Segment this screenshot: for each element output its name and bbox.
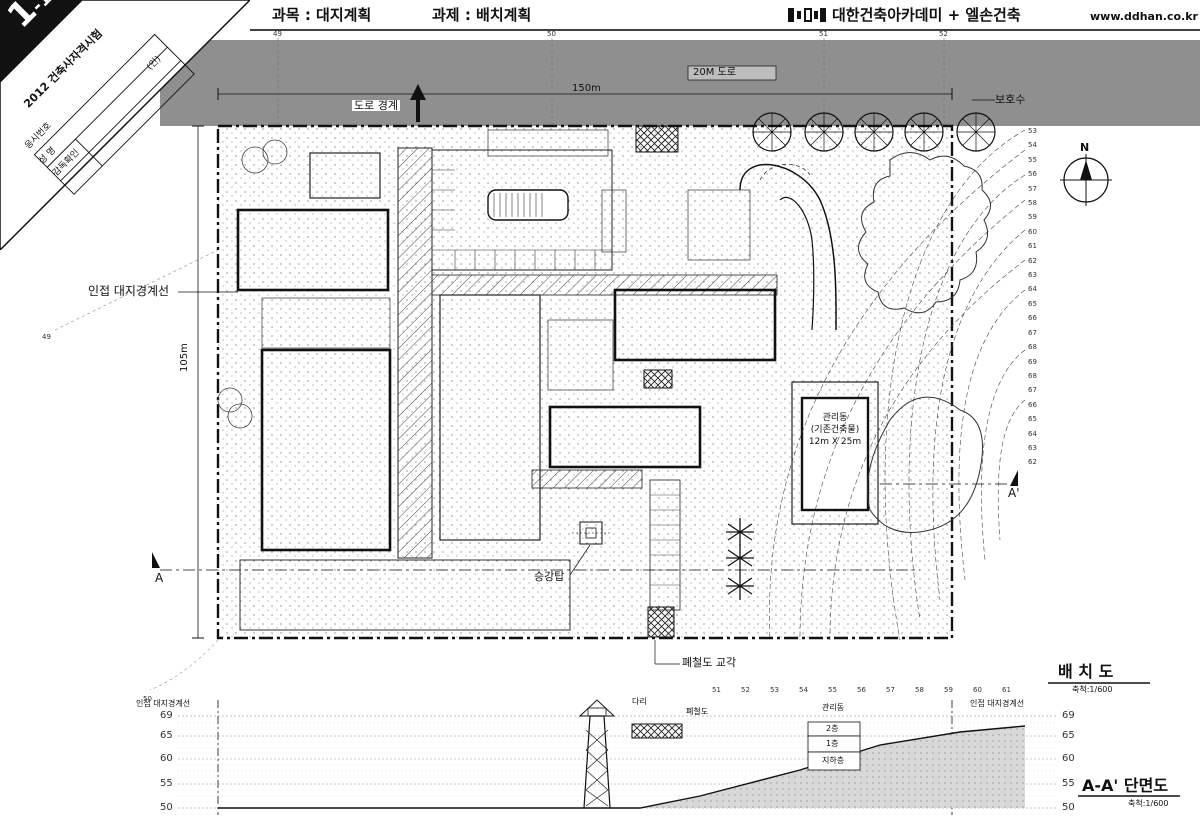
site-height-dimension: 105m xyxy=(179,343,190,372)
section-floor-1: 1층 xyxy=(826,739,839,748)
building-exp xyxy=(548,405,702,469)
road-label: 20M 도로 xyxy=(693,67,736,78)
section-right-boundary: 인접 대지경계선 xyxy=(970,699,1025,708)
plan-scale: 축척:1/600 xyxy=(1072,685,1113,694)
grid-number: 51 xyxy=(819,30,828,38)
road-band xyxy=(160,40,1200,126)
section-scale: 축척:1/600 xyxy=(1128,799,1169,808)
protected-tree-label: 보호수 xyxy=(995,93,1026,106)
management-title: 관리동 xyxy=(822,413,848,423)
plan-title: 배 치 도 xyxy=(1058,662,1114,681)
section-marker-a-prime: A' xyxy=(1008,486,1020,500)
north-arrow-icon: N xyxy=(1080,141,1090,154)
management-size: 12m X 25m xyxy=(808,437,862,448)
lift-tower-label: 승강탑 xyxy=(532,570,567,583)
task-label: 과제 : 배치계획 xyxy=(432,6,532,24)
grid-number: 49 xyxy=(42,333,51,341)
grid-number: 52 xyxy=(939,30,948,38)
grid-number: 50 xyxy=(547,30,556,38)
building-ext xyxy=(239,559,571,631)
management-outer xyxy=(791,381,879,525)
brand-logo xyxy=(788,8,828,22)
brand-url: www.ddhan.co.kr xyxy=(1090,10,1198,23)
building-gym xyxy=(260,348,392,552)
section-title: A-A' 단면도 xyxy=(1082,776,1169,795)
building-exhibit xyxy=(439,294,541,541)
rail-pier-label: 폐철도 교각 xyxy=(682,656,737,669)
section-floor-2: 2층 xyxy=(826,724,839,733)
grid-number: 50 xyxy=(143,695,152,703)
building-lodge xyxy=(309,152,381,199)
section-bridge-label: 다리 xyxy=(632,697,647,706)
section-marker-a: A xyxy=(155,571,164,585)
management-sub: (기존건축물) xyxy=(810,425,860,436)
adjacent-boundary-label: 인접 대지경계선 xyxy=(88,284,170,298)
section-floor-basement: 지하층 xyxy=(822,756,845,765)
subject-label: 과목 : 대지계획 xyxy=(272,6,372,24)
section-left-boundary: 인접 대지경계선 xyxy=(136,699,191,708)
building-indoor xyxy=(613,288,777,362)
site-width-dimension: 150m xyxy=(572,83,601,94)
building-1 xyxy=(236,208,390,292)
management-building xyxy=(800,396,870,512)
section-management-label: 관리동 xyxy=(822,703,845,712)
road-boundary-label: 도로 경계 xyxy=(352,99,400,112)
brand-name: 대한건축아카데미 + 엘손건축 xyxy=(832,6,1021,24)
section-rail-label: 폐철도 xyxy=(686,707,709,716)
management-building-label: 관리동 (기존건축물) 12m X 25m xyxy=(802,412,868,448)
corner-badge xyxy=(0,0,250,250)
grid-number: 49 xyxy=(273,30,282,38)
